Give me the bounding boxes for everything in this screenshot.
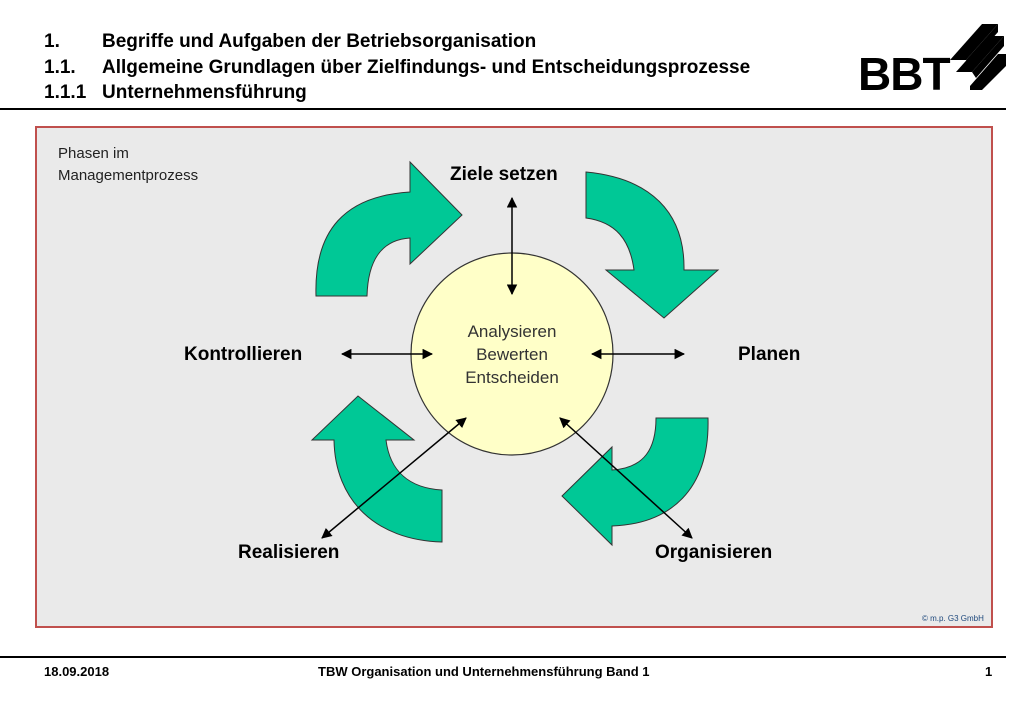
heading-text: Unternehmensführung	[102, 82, 307, 103]
caption-line-1: Phasen im	[58, 145, 129, 162]
heading-number: 1.	[44, 31, 60, 52]
footer-date: 18.09.2018	[44, 664, 110, 679]
center-text: Analysieren Bewerten Entscheiden	[434, 320, 590, 389]
header-rule	[0, 108, 1006, 110]
connector-bottom-right	[559, 417, 693, 539]
copyright-note: © m.p. G3 GmbH	[922, 614, 984, 623]
center-line-analysieren: Analysieren	[467, 322, 557, 341]
heading-text: Allgemeine Grundlagen über Zielfindungs-…	[102, 57, 751, 78]
diagram-caption: Phasen im Managementprozess	[58, 143, 198, 187]
logo-text: BBT	[858, 48, 950, 100]
phase-kontrollieren: Kontrollieren	[184, 344, 303, 365]
bbt-logo: BBT	[858, 24, 1006, 100]
heading-number: 1.1.	[44, 57, 76, 78]
heading-line-3: 1.1.1 Unternehmensführung	[44, 81, 307, 105]
curved-arrow-bottom-right	[561, 417, 709, 547]
center-line-bewerten: Bewerten	[476, 345, 548, 364]
footer-rule	[0, 656, 1006, 658]
phase-ziele-setzen: Ziele setzen	[450, 164, 558, 185]
curved-arrow-bottom-left	[310, 395, 443, 543]
center-line-entscheiden: Entscheiden	[465, 368, 559, 387]
footer-page-number: 1	[985, 664, 993, 679]
heading-text: Begriffe und Aufgaben der Betriebsorgani…	[102, 31, 537, 52]
curved-arrow-top-left	[315, 160, 463, 297]
heading-line-2: 1.1. Allgemeine Grundlagen über Zielfindu…	[44, 56, 750, 80]
caption-line-2: Managementprozess	[58, 167, 199, 184]
heading-line-1: 1. Begriffe und Aufgaben der Betriebsorga…	[44, 30, 536, 54]
heading-number: 1.1.1	[44, 82, 87, 103]
footer-title: TBW Organisation und Unternehmensführung…	[318, 664, 650, 679]
curved-arrow-top-right	[585, 171, 720, 319]
phase-realisieren: Realisieren	[238, 542, 340, 563]
phase-planen: Planen	[738, 344, 801, 365]
connector-bottom-left	[321, 417, 467, 539]
phase-organisieren: Organisieren	[655, 542, 773, 563]
